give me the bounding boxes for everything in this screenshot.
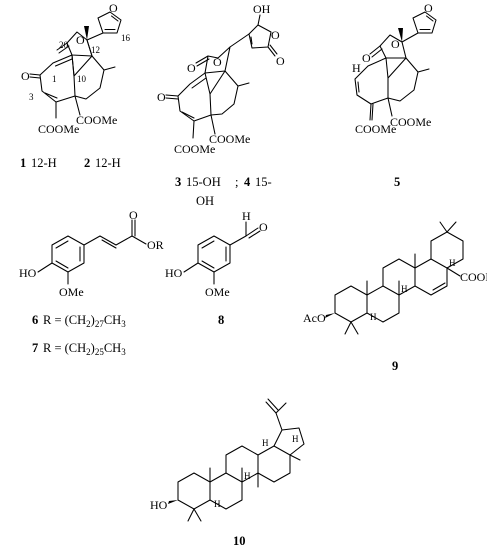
- label-ester-lower: COOMe: [38, 122, 79, 136]
- label-position-3: 3: [29, 92, 34, 102]
- label-ketone-oxygen: O: [21, 69, 30, 83]
- caption-compound-9: 9: [392, 359, 398, 373]
- caption-compound-3-4: 3 15-OH ; 4 15- OH: [175, 175, 272, 208]
- label-h-2: H: [244, 471, 251, 481]
- label-hydroxyl: HO: [165, 266, 183, 280]
- label-methoxy: OMe: [205, 285, 230, 299]
- compound-4-description-b: OH: [196, 194, 214, 208]
- label-butenolide-oxygen: O: [271, 28, 280, 42]
- caption-compound-10: 10: [233, 534, 246, 548]
- label-lactone-carbonyl: O: [187, 61, 196, 75]
- compound-1-description: 12-H: [31, 156, 57, 170]
- label-hydroxyl: HO: [150, 498, 168, 512]
- label-acetoxy: AcO: [303, 311, 326, 325]
- label-ester-or: OR: [147, 238, 164, 252]
- label-ketone-oxygen: O: [157, 90, 166, 104]
- caption-compound-5: 5: [394, 175, 400, 189]
- label-position-1: 1: [52, 74, 57, 84]
- compound-number-4: 4: [244, 175, 251, 189]
- structure-compound-1-2: O 16 12 20 O O 1 10 3 COOMe COOMe: [21, 1, 131, 136]
- label-h-3: H: [262, 438, 269, 448]
- compound-number-5: 5: [394, 175, 400, 189]
- label-carbonyl-oxygen: O: [129, 208, 138, 222]
- label-lactone-oxygen: O: [391, 37, 400, 51]
- compound-7-r-group: R = (CH2)25CH3: [43, 341, 126, 357]
- structure-compound-5: O O O H COOMe COOMe: [352, 1, 437, 136]
- compound-number-1: 1: [20, 156, 26, 170]
- compound-number-10: 10: [233, 534, 246, 548]
- structure-compound-8: H O HO OMe: [165, 209, 268, 299]
- compound-6-r-group: R = (CH2)27CH3: [43, 313, 126, 329]
- label-position-10: 10: [77, 74, 87, 84]
- caption-compound-6-7: 6 R = (CH2)27CH3 7 R = (CH2)25CH3: [32, 313, 126, 357]
- compound-number-9: 9: [392, 359, 398, 373]
- structure-compound-3-4: OH O O O O O COOMe COOMe: [157, 2, 285, 156]
- label-furan-oxygen: O: [424, 1, 433, 15]
- label-lactone-oxygen: O: [213, 55, 222, 69]
- compound-number-6: 6: [32, 313, 38, 327]
- label-methoxy: OMe: [59, 285, 84, 299]
- label-position-12: 12: [91, 45, 100, 55]
- structure-compound-6-7: O OR HO OMe: [19, 208, 164, 299]
- caption-compound-8: 8: [218, 313, 224, 327]
- label-h-4: H: [292, 434, 299, 444]
- compound-number-2: 2: [84, 156, 90, 170]
- label-h-stereo: H: [352, 61, 361, 75]
- label-position-20: 20: [59, 40, 69, 50]
- compound-2-description: 12-H: [95, 156, 121, 170]
- compound-number-7: 7: [32, 341, 38, 355]
- label-position-16: 16: [121, 33, 131, 43]
- label-ester-upper: COOMe: [209, 132, 250, 146]
- label-aldehyde-h: H: [242, 209, 251, 223]
- structure-compound-10: HO H H H H: [150, 398, 305, 522]
- caption-separator: ;: [235, 175, 238, 189]
- caption-compound-1-2: 1 12-H 2 12-H: [20, 156, 121, 170]
- label-ester-upper: COOMe: [76, 113, 117, 127]
- label-ester-lower: COOMe: [355, 122, 396, 136]
- compound-4-description-a: 15-: [255, 175, 272, 189]
- label-hydroxyl: OH: [253, 2, 271, 16]
- compound-3-description: 15-OH: [186, 175, 221, 189]
- label-lactone-carbonyl: O: [362, 51, 371, 65]
- label-ester-lower: COOMe: [174, 142, 215, 156]
- label-furan-oxygen: O: [109, 1, 118, 15]
- compound-number-3: 3: [175, 175, 181, 189]
- label-aldehyde-oxygen: O: [259, 220, 268, 234]
- label-h-1: H: [370, 312, 377, 322]
- label-lactone-oxygen: O: [76, 33, 85, 47]
- label-h-2: H: [401, 284, 408, 294]
- label-h-3: H: [449, 258, 456, 268]
- label-butenolide-carbonyl: O: [276, 54, 285, 68]
- label-ester-upper: COOMe: [390, 115, 431, 129]
- label-hydroxyl: HO: [19, 266, 37, 280]
- label-h-1: H: [214, 499, 221, 509]
- compound-number-8: 8: [218, 313, 224, 327]
